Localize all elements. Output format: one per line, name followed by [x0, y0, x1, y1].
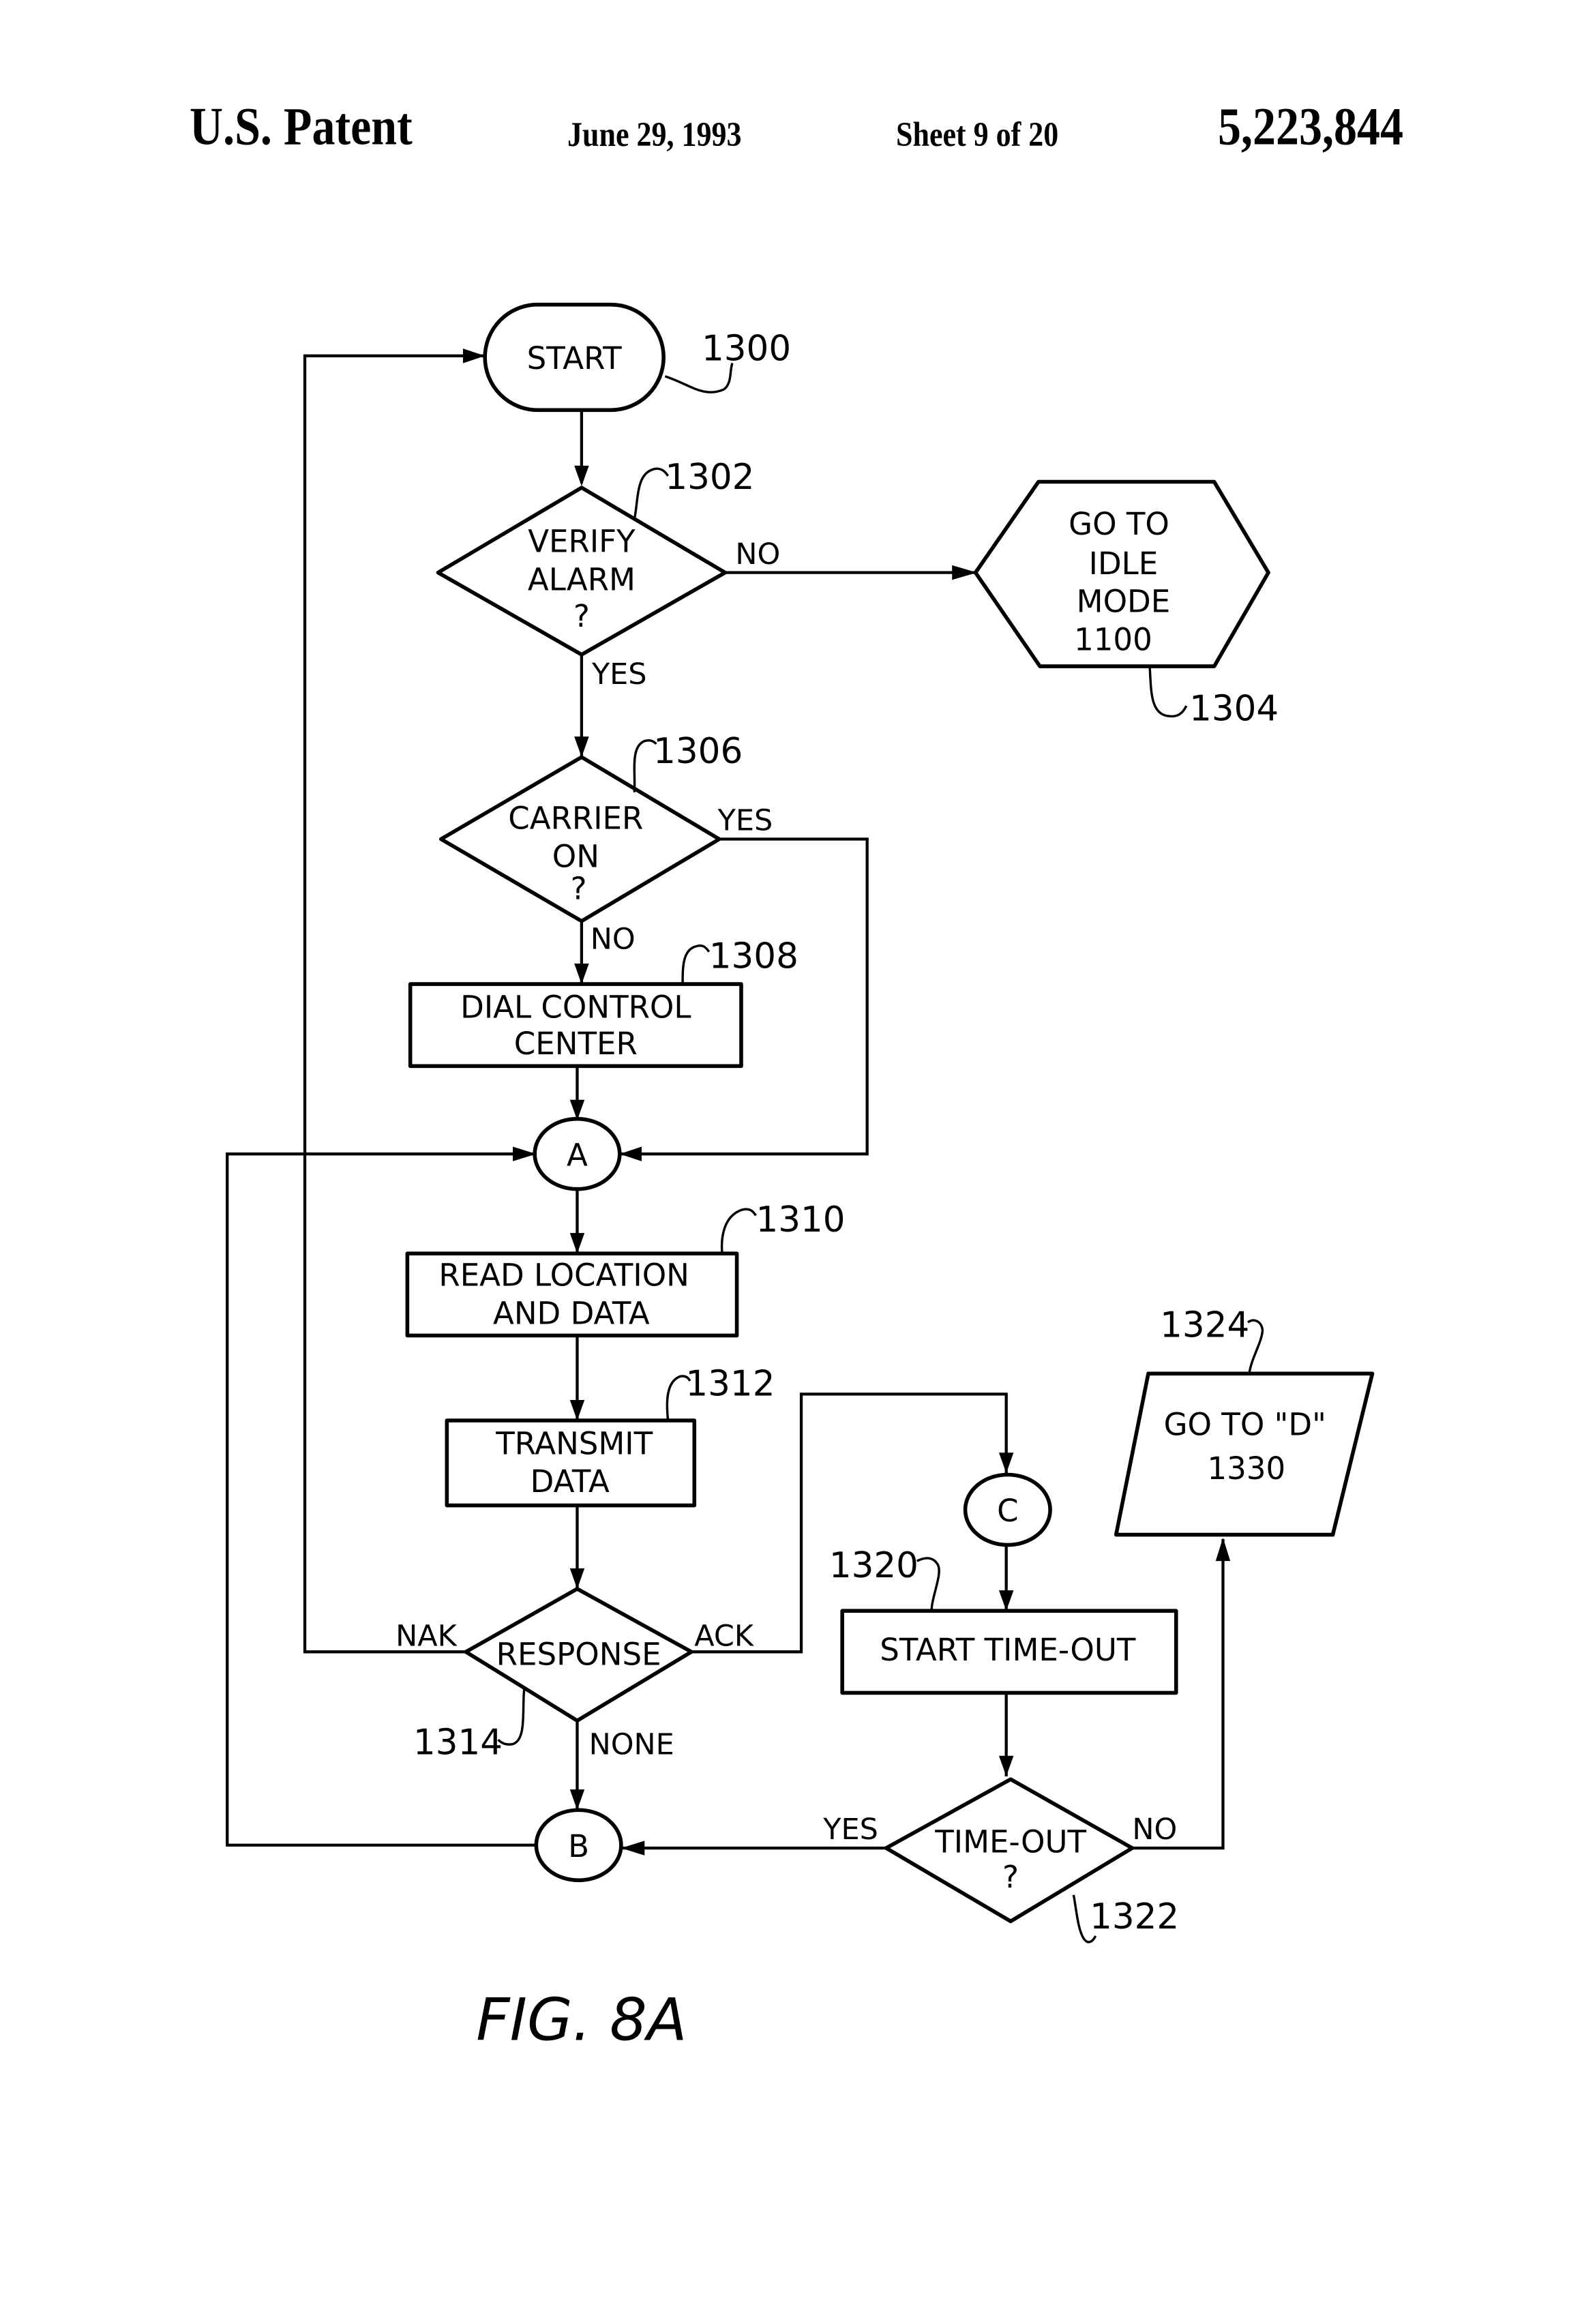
node-transmit-data: TRANSMIT DATA 1312	[447, 1364, 775, 1506]
edge-label-verify-yes: YES	[591, 657, 647, 691]
arrowhead	[999, 1590, 1013, 1611]
node-start: START 1300	[485, 305, 791, 411]
node-label: VERIFY	[528, 524, 636, 560]
node-label: CARRIER	[508, 800, 643, 836]
arrowhead	[463, 348, 485, 363]
node-label: ?	[573, 598, 590, 634]
node-label: ?	[1002, 1859, 1019, 1895]
ref-numeral: 1300	[702, 328, 791, 369]
node-connector-c: C	[966, 1474, 1051, 1545]
arrowhead	[570, 1789, 584, 1810]
node-label: 1100	[1074, 621, 1152, 657]
arrowhead	[513, 1146, 536, 1161]
edge-label-nak: NAK	[395, 1620, 458, 1654]
leader-line	[634, 468, 668, 520]
leader-line	[1248, 1320, 1262, 1373]
node-label: ?	[571, 871, 587, 907]
node-label: B	[568, 1828, 589, 1864]
arrowhead	[570, 1400, 584, 1420]
node-label: DATA	[531, 1463, 610, 1500]
arrowhead	[952, 565, 977, 580]
node-label: AND DATA	[493, 1295, 650, 1331]
edge-label-ack: ACK	[694, 1620, 755, 1654]
node-label: TIME-OUT	[934, 1824, 1086, 1860]
edge-label-timeout-no: NO	[1132, 1813, 1177, 1847]
arrowhead	[570, 1568, 584, 1589]
ref-numeral: 1322	[1090, 1896, 1179, 1937]
arrowhead	[1216, 1538, 1230, 1561]
node-label: DIAL CONTROL	[460, 989, 691, 1025]
edge-label-timeout-yes: YES	[822, 1813, 878, 1847]
node-goto-d: GO TO "D" 1330 1324	[1116, 1305, 1373, 1535]
arrowhead	[620, 1146, 642, 1161]
node-label: CENTER	[514, 1026, 638, 1062]
leader-line	[1150, 668, 1186, 716]
ref-numeral: 1302	[665, 457, 754, 498]
ref-numeral: 1306	[653, 731, 743, 772]
node-read-location: READ LOCATION AND DATA 1310	[407, 1200, 845, 1335]
arrowhead	[574, 736, 588, 757]
node-carrier-on: CARRIER ON ? 1306	[441, 731, 743, 921]
node-timeout: TIME-OUT ? 1322	[886, 1779, 1180, 1942]
ref-numeral: 1308	[709, 936, 799, 977]
node-label: START TIME-OUT	[880, 1632, 1136, 1668]
node-label: IDLE	[1089, 546, 1159, 582]
arrowhead	[574, 466, 588, 486]
edge-label-carrier-yes: YES	[717, 804, 773, 838]
ref-numeral: 1312	[685, 1364, 775, 1405]
node-label: START	[527, 340, 623, 376]
ref-numeral: 1310	[756, 1200, 845, 1240]
arrowhead	[621, 1841, 644, 1855]
node-connector-b: B	[536, 1810, 621, 1880]
ref-numeral: 1320	[829, 1545, 919, 1586]
node-label: GO TO "D"	[1164, 1406, 1326, 1442]
arrowhead	[574, 964, 588, 984]
node-connector-a: A	[535, 1119, 620, 1189]
node-label: ON	[552, 838, 599, 874]
node-label: 1330	[1207, 1450, 1285, 1487]
node-start-timeout: START TIME-OUT 1320	[829, 1545, 1176, 1693]
node-idle-mode: GO TO IDLE MODE 1100 1304	[976, 482, 1279, 730]
node-verify-alarm: VERIFY ALARM ? 1302	[438, 457, 754, 655]
arrowhead	[999, 1452, 1013, 1473]
node-label: A	[567, 1137, 588, 1173]
leader-line	[722, 1209, 756, 1253]
node-label: ALARM	[528, 561, 636, 597]
node-label: TRANSMIT	[495, 1425, 653, 1461]
edge-label-none: NONE	[589, 1728, 674, 1762]
ref-numeral: 1304	[1189, 689, 1279, 730]
ref-numeral: 1324	[1160, 1305, 1249, 1346]
leader-line	[917, 1558, 939, 1611]
arrowhead	[999, 1756, 1013, 1776]
line-ack-to-c	[691, 1394, 1006, 1652]
leader-line	[683, 946, 709, 984]
figure-caption: FIG. 8A	[476, 1986, 687, 2054]
node-label: RESPONSE	[496, 1637, 661, 1673]
ref-numeral: 1314	[413, 1723, 503, 1763]
node-label: READ LOCATION	[438, 1257, 689, 1293]
line-nak-to-start	[305, 356, 483, 1652]
node-label: C	[997, 1493, 1018, 1529]
arrowhead	[570, 1233, 584, 1253]
edge-label-carrier-no: NO	[591, 923, 636, 957]
node-label: MODE	[1077, 584, 1171, 620]
edge-label-verify-no: NO	[735, 537, 780, 571]
node-label: GO TO	[1069, 506, 1169, 542]
